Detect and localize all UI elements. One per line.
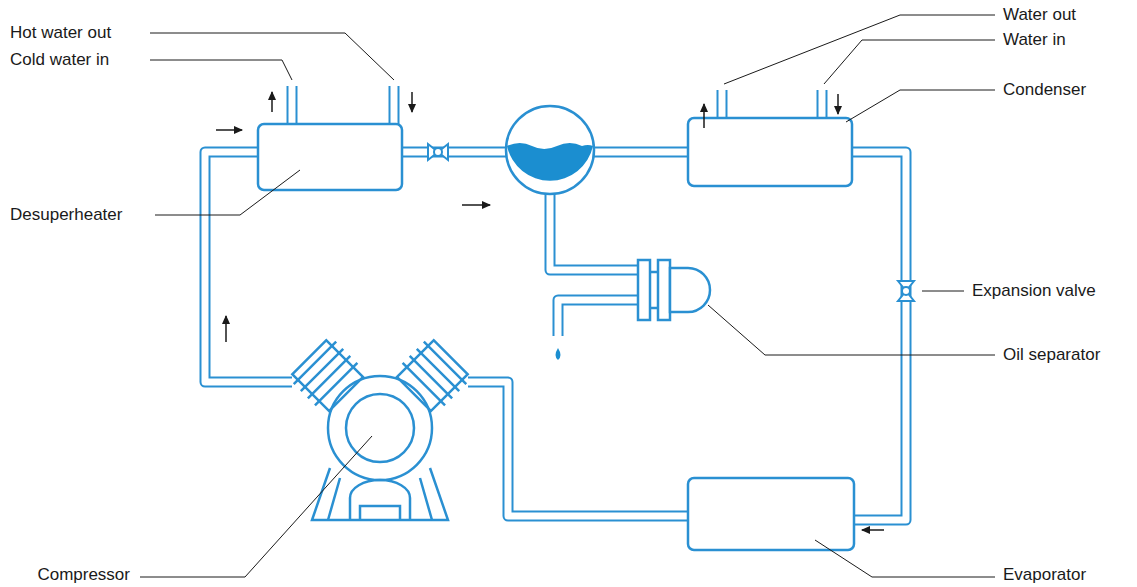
valve-symbol — [428, 144, 448, 160]
cooling-fins — [403, 342, 467, 406]
callout-label: Compressor — [37, 565, 130, 585]
oil-drop — [556, 348, 561, 360]
valve-stem — [434, 148, 442, 156]
leader-line — [150, 33, 394, 80]
pipe — [289, 86, 296, 128]
expansion-valve-symbol — [898, 281, 914, 301]
cylinder — [397, 340, 468, 411]
pipe — [550, 185, 640, 270]
receiver-tank — [506, 106, 594, 194]
valve-stem — [902, 287, 910, 295]
callout-label: Water out — [1003, 5, 1076, 25]
flow-arrows — [216, 92, 884, 530]
flow-arrow — [411, 92, 413, 112]
flow-arrow — [837, 94, 839, 114]
pipe — [400, 147, 510, 158]
leader-line — [724, 15, 995, 84]
pipe — [558, 300, 640, 336]
pipe — [400, 149, 510, 156]
pipe — [850, 152, 906, 520]
evaporator-box — [688, 478, 854, 550]
leader-line — [155, 170, 300, 215]
compressor-legs — [328, 478, 432, 520]
callout-label: Water in — [1003, 30, 1066, 50]
leader-line — [140, 436, 372, 577]
flow-arrow — [462, 204, 490, 206]
valve-body — [898, 281, 914, 301]
pipe — [287, 86, 298, 128]
callout-label: Desuperheater — [10, 205, 122, 225]
leader-line — [846, 90, 995, 122]
callout-label: Cold water in — [10, 50, 109, 70]
pipe — [468, 382, 690, 516]
flange — [638, 260, 650, 320]
flow-arrow — [862, 529, 884, 531]
condenser-box — [688, 118, 852, 186]
receiver-liquid — [507, 143, 593, 181]
flange — [658, 260, 670, 320]
pipe — [850, 152, 906, 520]
pipes — [205, 86, 906, 520]
pipe — [590, 147, 690, 158]
separator-dome — [670, 268, 710, 312]
crankcase — [328, 376, 432, 480]
pipe — [590, 149, 690, 156]
leader-line — [150, 60, 292, 80]
leader-line — [824, 40, 995, 84]
valve-body — [428, 144, 448, 160]
cooling-fins — [294, 342, 358, 406]
crankcase-inner — [346, 394, 414, 462]
callout-label: Condenser — [1003, 80, 1086, 100]
flow-arrow — [225, 316, 227, 342]
flow-arrow — [216, 129, 242, 131]
callout-label: Expansion valve — [972, 281, 1096, 301]
compressor-symbol — [288, 336, 472, 520]
flange-joint — [650, 272, 658, 308]
callout-label: Oil separator — [1003, 345, 1100, 365]
flow-arrow — [703, 104, 705, 128]
callout-label: Evaporator — [1003, 565, 1086, 585]
oil-separator-symbol — [556, 260, 711, 360]
leader-line — [815, 540, 995, 577]
pipe — [550, 185, 640, 270]
leader-line — [708, 305, 995, 355]
pipe — [391, 86, 398, 128]
desuperheater-box — [258, 124, 402, 190]
leader-lines — [140, 15, 995, 577]
pipe — [558, 300, 640, 336]
pipe — [468, 382, 690, 516]
compressor-base — [312, 468, 448, 520]
receiver-shell — [506, 106, 594, 194]
flow-arrow — [271, 92, 273, 112]
cylinder — [292, 340, 363, 411]
callout-label: Hot water out — [10, 23, 111, 43]
leader-line — [922, 291, 964, 292]
pipe — [389, 86, 400, 128]
